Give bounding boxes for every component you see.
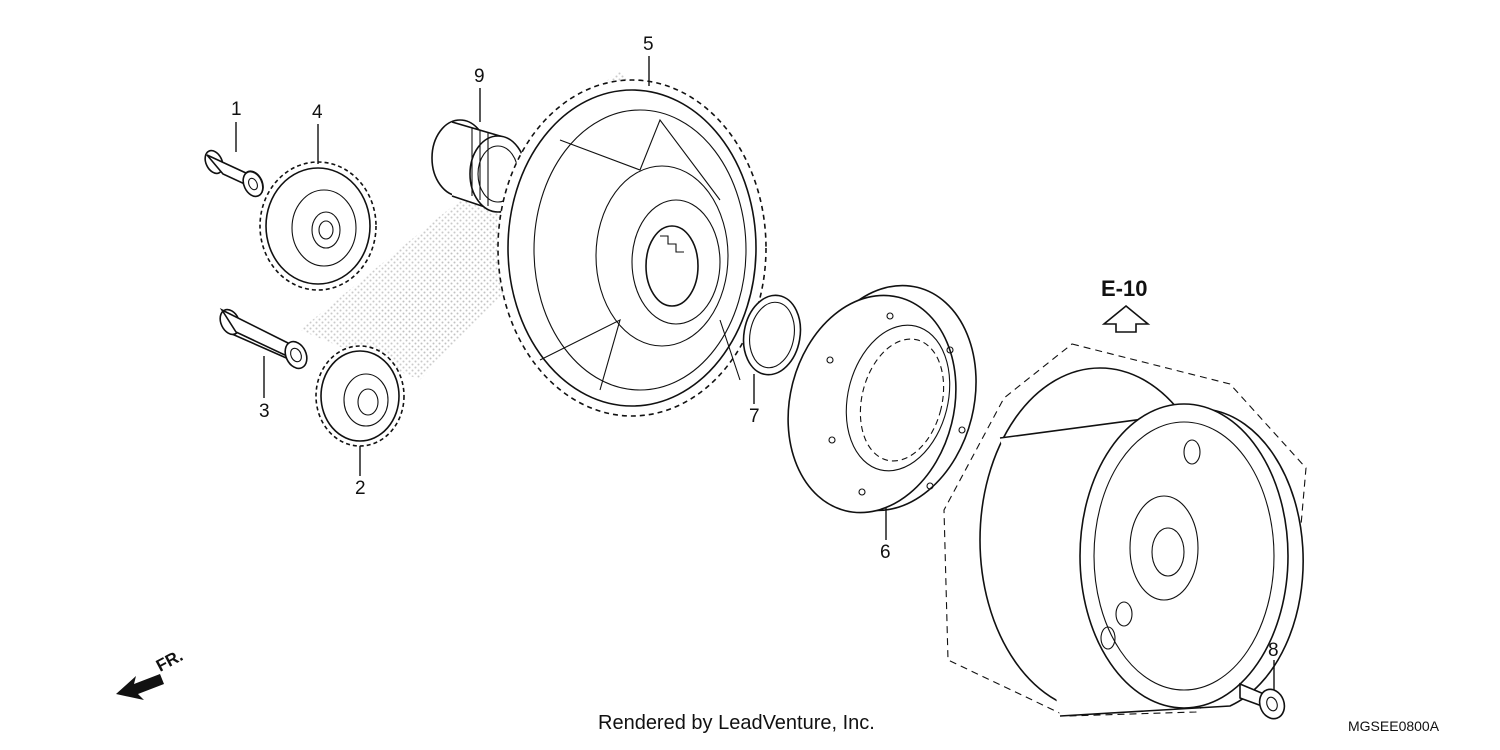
front-direction-arrow-icon bbox=[116, 674, 164, 700]
reference-arrow-icon bbox=[1101, 304, 1151, 333]
part-bolt-8[interactable] bbox=[1239, 682, 1288, 722]
callout-5: 5 bbox=[643, 34, 654, 55]
callout-8: 8 bbox=[1268, 640, 1279, 661]
part-collar-3[interactable] bbox=[216, 306, 311, 372]
part-gear-2[interactable] bbox=[315, 345, 405, 447]
part-gear-5[interactable] bbox=[497, 79, 767, 417]
leader-lines bbox=[235, 56, 1275, 690]
callout-6: 6 bbox=[880, 542, 891, 563]
part-clutch-6[interactable] bbox=[766, 267, 999, 531]
credit-text: Rendered by LeadVenture, Inc. bbox=[598, 712, 875, 734]
callout-4: 4 bbox=[312, 102, 323, 123]
part-collar-1[interactable] bbox=[202, 148, 267, 200]
callout-7: 7 bbox=[749, 406, 760, 427]
part-bearing-9[interactable] bbox=[431, 119, 527, 213]
drawing-code: MGSEE0800A bbox=[1348, 718, 1440, 734]
flywheel-reference[interactable] bbox=[943, 343, 1307, 717]
part-o-ring-7[interactable] bbox=[737, 291, 806, 380]
callout-9: 9 bbox=[474, 66, 485, 87]
callout-3: 3 bbox=[259, 401, 270, 422]
part-gear-4[interactable] bbox=[259, 161, 377, 291]
callout-2: 2 bbox=[355, 478, 366, 499]
callout-1: 1 bbox=[231, 99, 242, 120]
front-direction-label: FR. bbox=[153, 646, 186, 676]
reference-label: E-10 bbox=[1101, 276, 1147, 301]
